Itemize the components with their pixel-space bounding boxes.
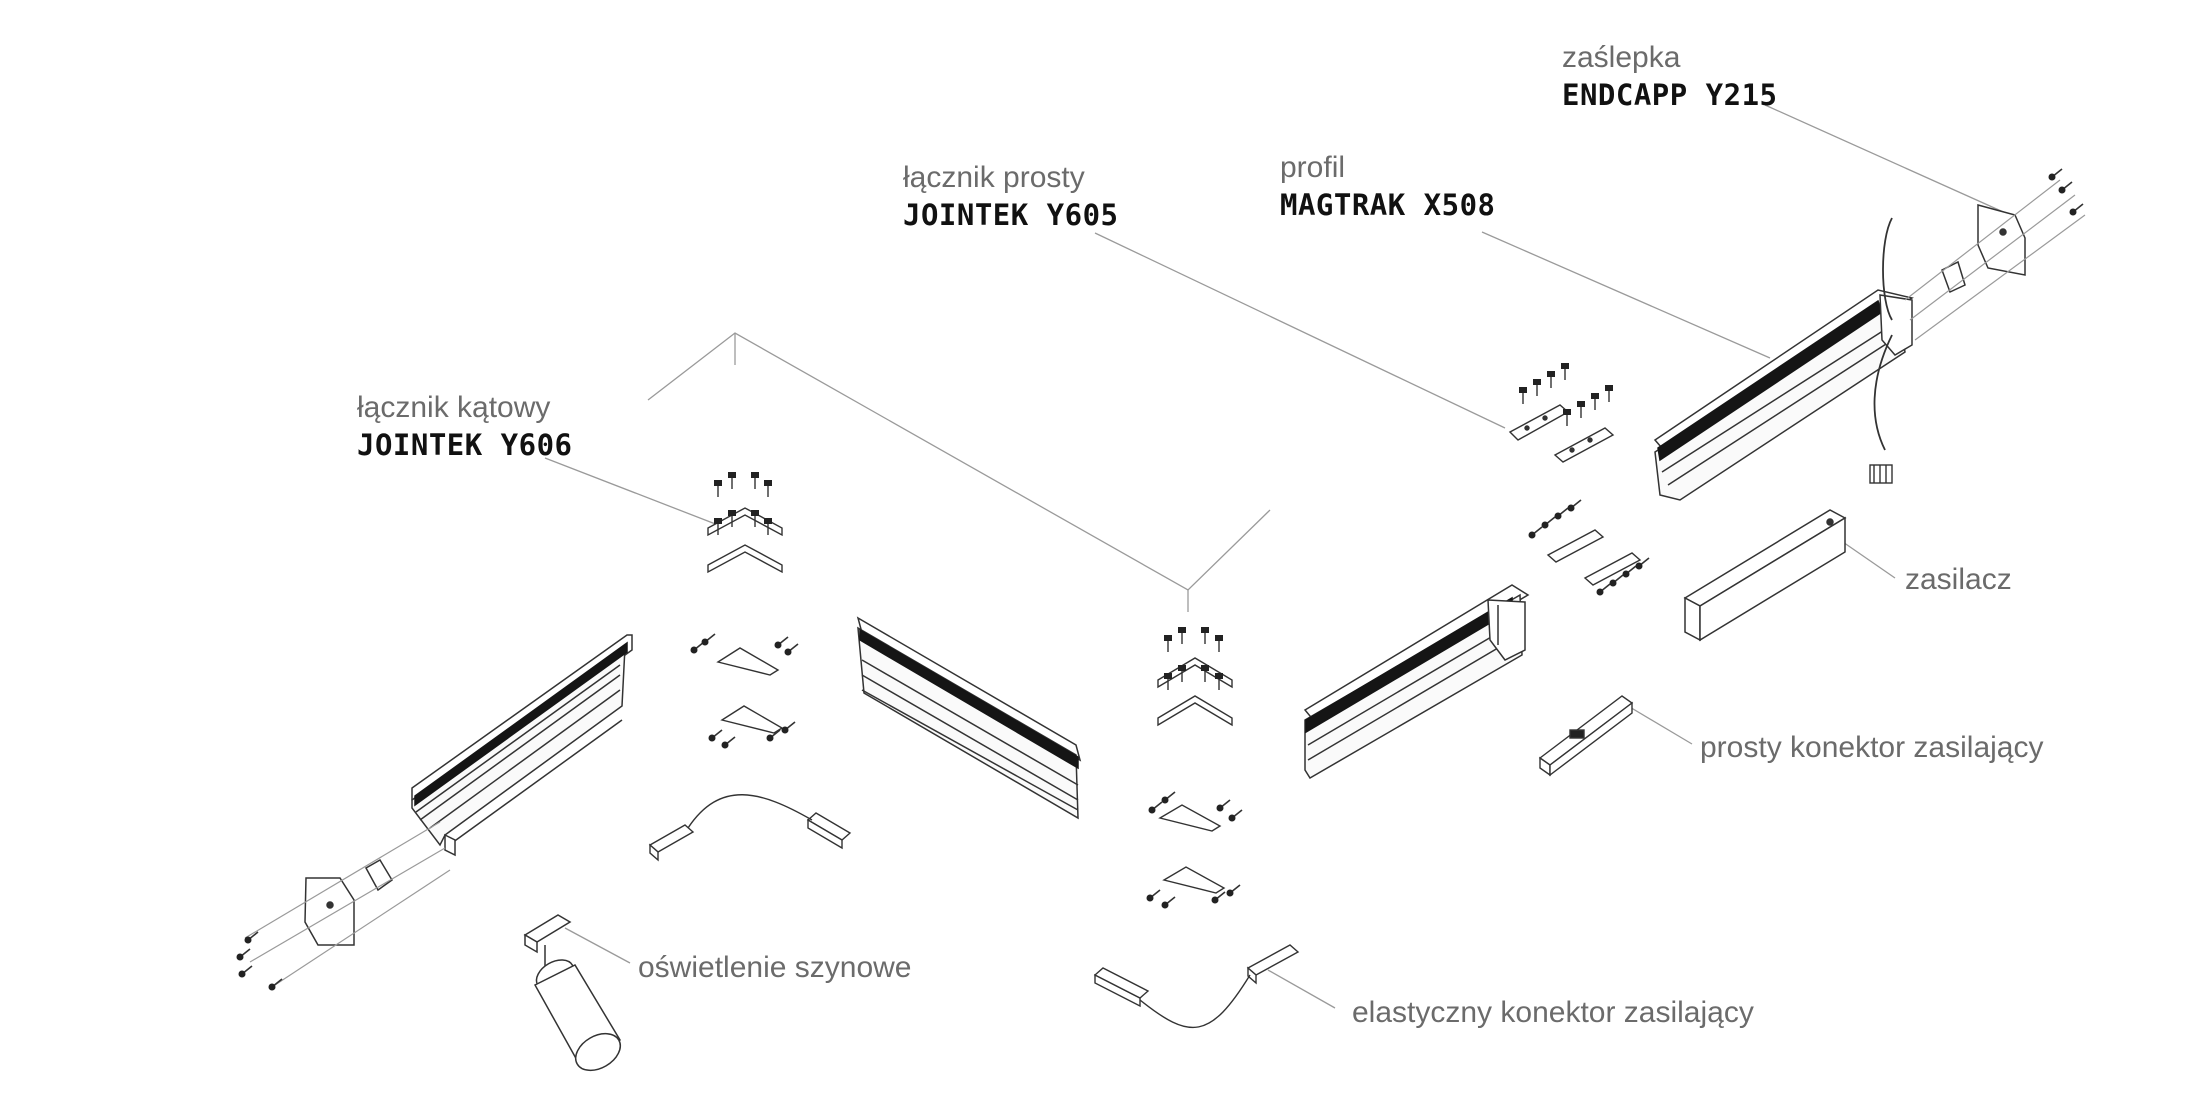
label-track-lighting: oświetlenie szynowe (638, 951, 912, 984)
leader-flex-connector (1267, 969, 1336, 1009)
label-endcap: zaślepka ENDCAPP Y215 (1562, 40, 1778, 114)
endcap-plate-right (1941, 204, 2026, 294)
leader-corner-joint (544, 457, 719, 526)
endcap-screws-left (235, 931, 283, 992)
corner-joint-name: łącznik kątowy (357, 391, 551, 424)
profile-code: MAGTRAK X508 (1280, 188, 1496, 222)
corner-joint-plates-left (707, 507, 784, 734)
profile-rail-left (411, 634, 633, 857)
leader-endcap (1764, 104, 2011, 216)
track-light-fixture (523, 914, 622, 1072)
endcap-screws-right (2047, 168, 2084, 217)
straight-joint-code: JOINTEK Y605 (903, 198, 1119, 232)
power-supply-unit (1683, 509, 1847, 642)
label-profile: profil MAGTRAK X508 (1280, 150, 1496, 224)
assembly-axis-lines-left (244, 821, 451, 986)
leader-straight-joint (1094, 232, 1506, 429)
cable-plug (1869, 464, 1893, 484)
assembly-axis-lines-right (1904, 179, 2086, 341)
corner-joint-plates-center (1157, 657, 1233, 894)
profile-rail-right-center (1303, 584, 1530, 780)
label-flexible-power-connector: elastyczny konektor zasilający (1352, 996, 1754, 1029)
label-straight-power-connector: prosty konektor zasilający (1700, 731, 2044, 764)
leader-track-lighting (564, 927, 631, 964)
profile-rail-top-right (1653, 289, 1914, 501)
power-cable (1873, 217, 1893, 451)
profile-name: profil (1280, 151, 1346, 184)
straight-joint-plates (1508, 404, 1615, 463)
leader-power-supply (1839, 539, 1896, 579)
label-corner-joint: łącznik kątowy JOINTEK Y606 (357, 390, 573, 464)
straight-joint-plates-mid (1546, 529, 1642, 586)
flex-connector-bottom (1093, 944, 1300, 1029)
endcap-name: zaślepka (1562, 41, 1681, 74)
layout-guide-lines (647, 332, 1271, 612)
label-power-supply: zasilacz (1905, 563, 2012, 596)
leader-profile (1481, 231, 1771, 359)
straight-joint-bolts-top (1518, 362, 1614, 427)
label-straight-joint: łącznik prosty JOINTEK Y605 (903, 160, 1119, 234)
straight-joint-name: łącznik prosty (903, 161, 1085, 194)
endcap-plate-left (304, 858, 393, 946)
straight-power-connector (1538, 695, 1634, 777)
flex-connector-left (648, 794, 852, 862)
profile-rail-center (856, 616, 1082, 820)
corner-joint-code: JOINTEK Y606 (357, 428, 573, 462)
corner-joint-screws-center (1145, 791, 1243, 910)
endcap-code: ENDCAPP Y215 (1562, 78, 1778, 112)
